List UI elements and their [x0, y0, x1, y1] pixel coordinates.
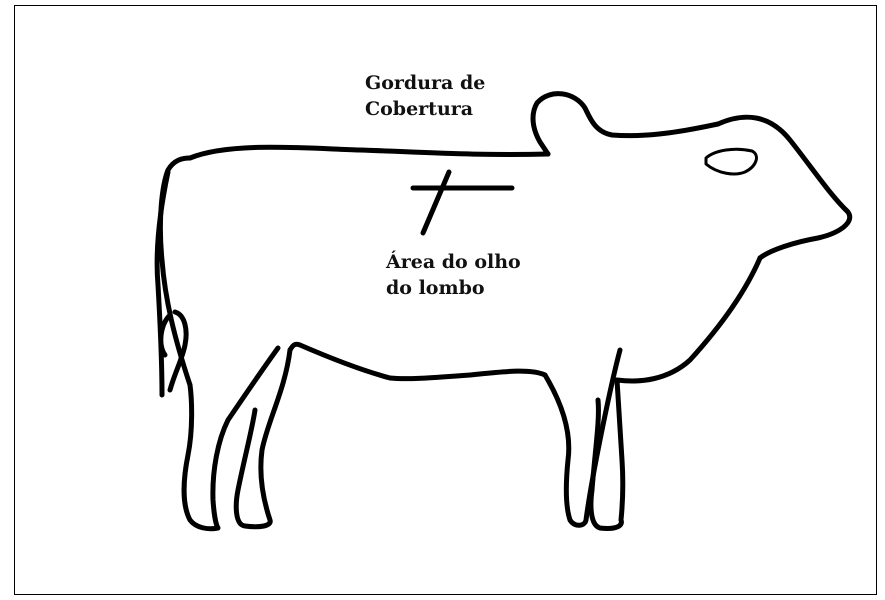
cattle-chest-outline: [617, 258, 760, 381]
cattle-head-outline: [718, 117, 850, 258]
cattle-hind-leg-outline: [236, 350, 290, 527]
fat-cover-label-line1: Gordura de: [365, 70, 485, 96]
cattle-eye-outline: [706, 149, 756, 174]
loin-eye-indicator-line: [423, 172, 449, 233]
cattle-tail-outline: [157, 172, 186, 395]
cattle-back-outline: [190, 147, 548, 158]
loin-eye-label-line2: do lombo: [386, 275, 521, 301]
cattle-belly-outline: [290, 344, 545, 378]
cattle-hump-outline: [533, 94, 718, 154]
cattle-front-leg-back-outline: [545, 350, 620, 525]
fat-cover-label: Gordura de Cobertura: [365, 70, 485, 122]
fat-cover-label-line2: Cobertura: [365, 96, 485, 122]
loin-eye-label: Área do olho do lombo: [386, 249, 521, 301]
loin-eye-label-line1: Área do olho: [386, 249, 521, 275]
